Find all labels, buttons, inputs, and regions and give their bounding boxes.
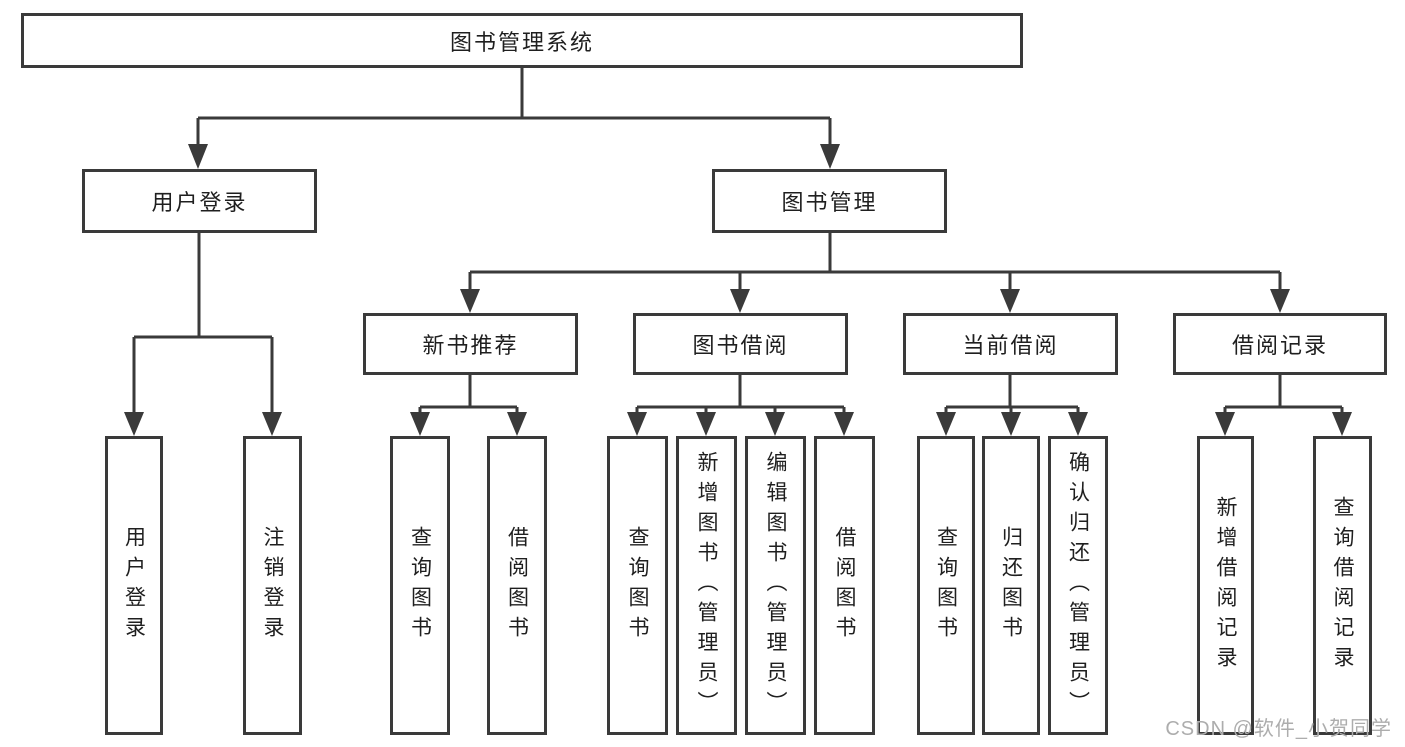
leaf-add-borrow-record: 新增借阅记录 bbox=[1197, 436, 1254, 735]
leaf-label: 归还图书 bbox=[999, 525, 1023, 646]
leaf-label: 借阅图书 bbox=[833, 525, 856, 646]
node-new-book-recommend: 新书推荐 bbox=[363, 313, 578, 375]
leaf-label: 确认归还（管理员） bbox=[1066, 450, 1090, 721]
leaf-label: 注销登录 bbox=[261, 525, 284, 646]
leaf-return-books: 归还图书 bbox=[982, 436, 1040, 735]
leaf-label: 查询图书 bbox=[408, 525, 432, 646]
node-current-borrow: 当前借阅 bbox=[903, 313, 1118, 375]
node-borrow-records: 借阅记录 bbox=[1173, 313, 1387, 375]
leaf-label: 新增借阅记录 bbox=[1214, 495, 1237, 676]
leaf-edit-books-admin: 编辑图书（管理员） bbox=[745, 436, 806, 735]
leaf-user-login: 用户登录 bbox=[105, 436, 163, 735]
leaf-label: 借阅图书 bbox=[505, 525, 529, 646]
node-library-system: 图书管理系统 bbox=[21, 13, 1023, 68]
leaf-label: 查询图书 bbox=[626, 525, 649, 646]
node-book-borrow: 图书借阅 bbox=[633, 313, 848, 375]
leaf-borrow-books-recommend: 借阅图书 bbox=[487, 436, 547, 735]
node-book-management: 图书管理 bbox=[712, 169, 947, 233]
leaf-query-books-borrow: 查询图书 bbox=[607, 436, 668, 735]
connector-segments bbox=[132, 68, 1344, 413]
leaf-logout: 注销登录 bbox=[243, 436, 302, 735]
leaf-borrow-books: 借阅图书 bbox=[814, 436, 875, 735]
leaf-confirm-return-admin: 确认归还（管理员） bbox=[1048, 436, 1108, 735]
connector-arrowheads bbox=[124, 144, 1352, 436]
leaf-label: 用户登录 bbox=[122, 525, 146, 646]
leaf-label: 查询借阅记录 bbox=[1331, 495, 1354, 676]
csdn-watermark: CSDN @软件_小贺同学 bbox=[1165, 718, 1392, 740]
leaf-query-books-recommend: 查询图书 bbox=[390, 436, 450, 735]
node-user-login: 用户登录 bbox=[82, 169, 317, 233]
leaf-query-borrow-record: 查询借阅记录 bbox=[1313, 436, 1372, 735]
leaf-label: 查询图书 bbox=[934, 525, 958, 646]
leaf-label: 新增图书（管理员） bbox=[695, 450, 718, 721]
leaf-query-books-current: 查询图书 bbox=[917, 436, 975, 735]
leaf-add-books-admin: 新增图书（管理员） bbox=[676, 436, 737, 735]
leaf-label: 编辑图书（管理员） bbox=[764, 450, 787, 721]
